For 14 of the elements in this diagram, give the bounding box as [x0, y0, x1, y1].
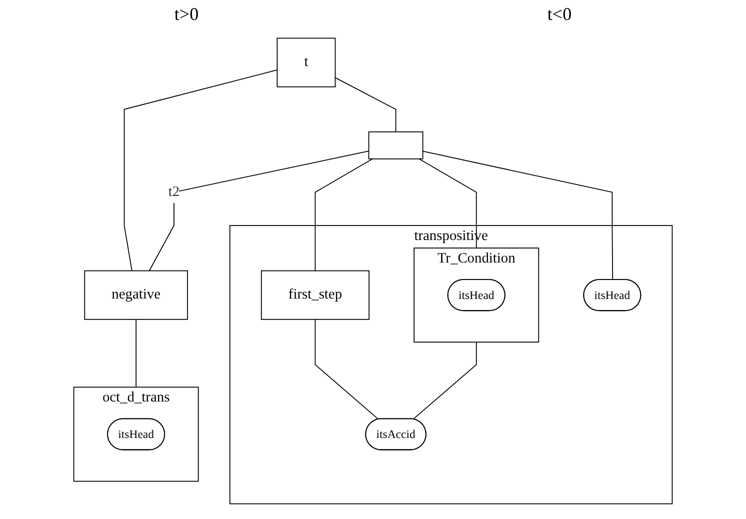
region-label: t>0 — [174, 4, 199, 24]
connector — [148, 150, 370, 271]
connector — [314, 318, 380, 420]
node-box: t — [276, 37, 336, 87]
node-box — [368, 130, 424, 159]
connector — [413, 341, 477, 419]
region-label: t<0 — [547, 4, 572, 24]
connector — [124, 69, 278, 271]
node-box: first_step — [260, 270, 370, 320]
connector — [334, 76, 396, 132]
edge-label: t2 — [168, 184, 180, 199]
connector — [314, 158, 373, 271]
connector — [422, 150, 614, 280]
node-box: negative — [84, 270, 188, 320]
